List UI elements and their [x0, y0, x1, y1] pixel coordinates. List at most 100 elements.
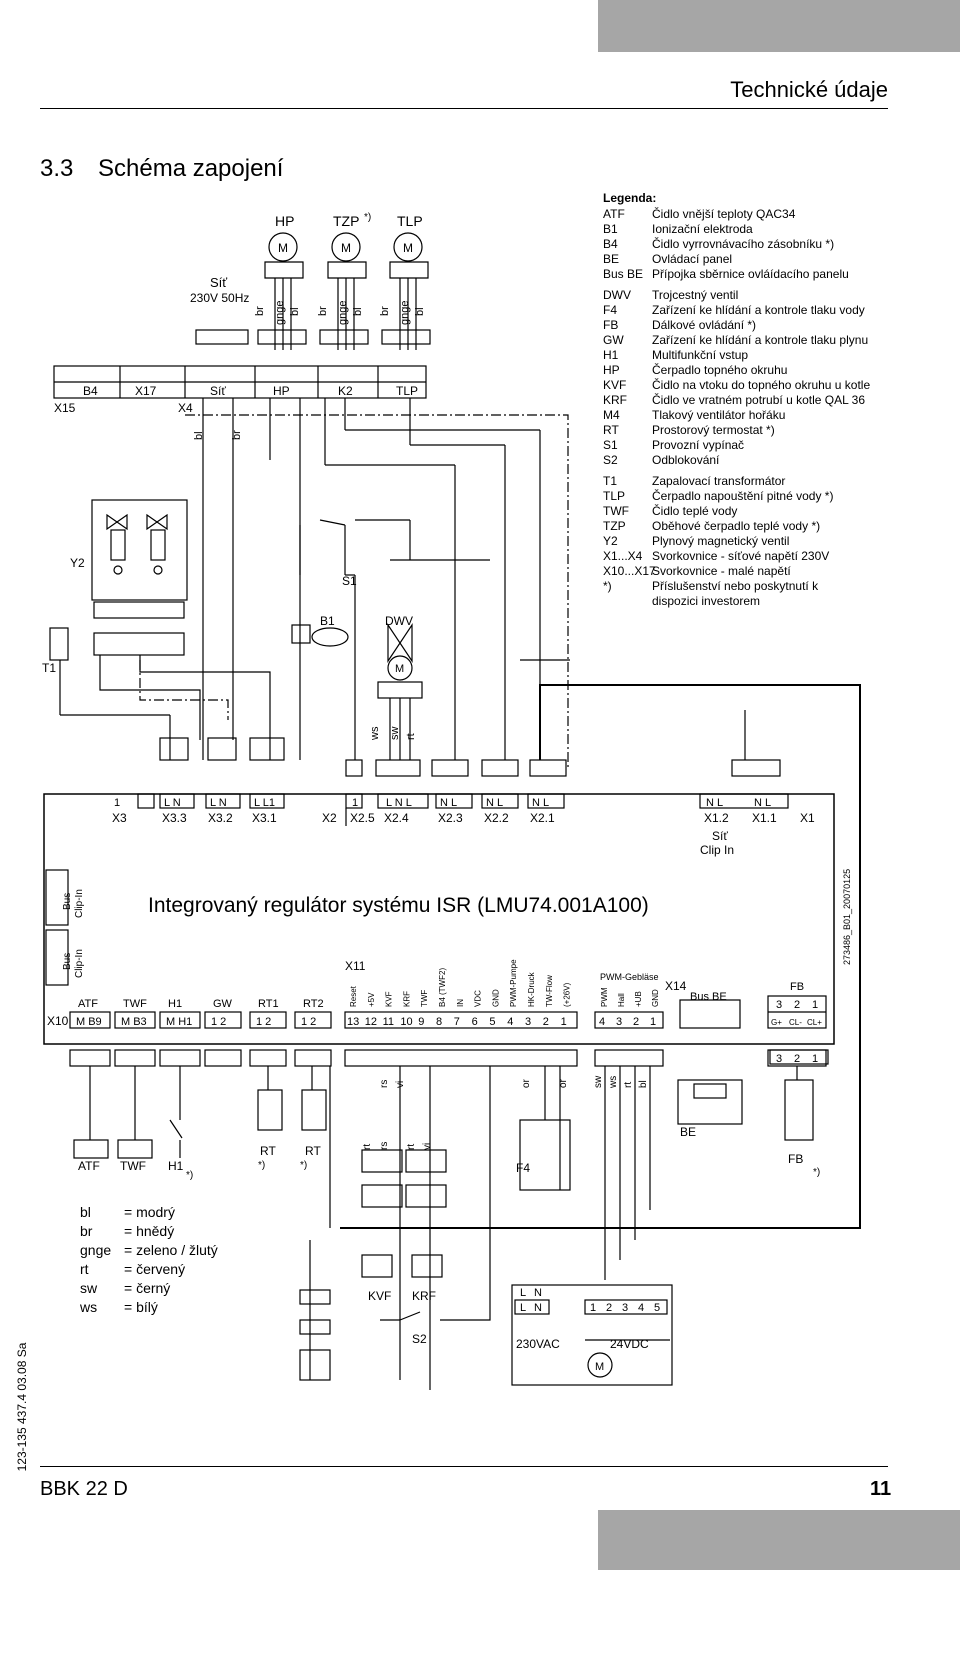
twf-label: TWF: [120, 1159, 146, 1173]
x4-label: X4: [178, 401, 193, 415]
legend-code: TWF: [603, 504, 629, 518]
lower-group-pins: M H1: [166, 1016, 192, 1028]
x10-label: X10: [47, 1014, 69, 1028]
diagram-lines: [43, 232, 861, 1390]
x14-pin-label: Hall: [617, 993, 626, 1007]
psu-dc-pin: 1: [590, 1302, 596, 1314]
x11-pin-label: TW-Flow: [545, 975, 554, 1007]
legend-code: DWV: [603, 288, 631, 302]
x14-pin-label: GND: [651, 989, 660, 1007]
hp-motor-m: M: [278, 241, 288, 255]
legend-code: TZP: [603, 519, 626, 533]
legend-code: TLP: [603, 489, 625, 503]
dwv-wire-sw: sw: [389, 727, 401, 741]
legend-code: HP: [603, 363, 620, 377]
fb-star: *): [813, 1167, 820, 1178]
header-bar: [598, 0, 960, 52]
h1-star: *): [186, 1170, 193, 1181]
psu-dc-pin: 5: [654, 1302, 660, 1314]
krf-wire-rt: rt: [406, 1144, 417, 1150]
krf-wire-vi: vi: [422, 1143, 433, 1150]
fb-pin-sub: CL-: [789, 1018, 802, 1027]
legend-desc: Oběhové čerpadlo teplé vody *): [652, 519, 820, 533]
lower-group-pins: 1 2: [211, 1016, 226, 1028]
page-heading: Schéma zapojení: [98, 155, 284, 182]
rt1-label: RT: [260, 1144, 276, 1158]
sit-label: Síť: [210, 275, 227, 290]
x11-pin: 11: [383, 1016, 394, 1028]
x11-pin-label: +5V: [367, 992, 376, 1007]
fb-pin: 3: [776, 999, 782, 1011]
hp-label: HP: [275, 213, 294, 229]
header-rule: [40, 108, 888, 109]
footer-rule: [40, 1466, 888, 1467]
legend-desc: Provozní vypínač: [652, 438, 744, 452]
x11-pin-label: GND: [491, 989, 500, 1007]
upper-terminal-id: X2.2: [484, 811, 509, 825]
color-code: rt: [80, 1261, 89, 1277]
wire-or-2: or: [558, 1078, 569, 1088]
legend-code: M4: [603, 408, 620, 422]
color-desc: = bílý: [124, 1299, 158, 1315]
sit-box-label: Síť: [210, 384, 226, 398]
rt2-star: *): [300, 1160, 307, 1171]
legend-code: GW: [603, 333, 624, 347]
wire-rt: rt: [623, 1082, 634, 1088]
psu-dc-pin: 4: [638, 1302, 644, 1314]
legend-code: *): [603, 579, 612, 593]
color-desc: = hnědý: [124, 1223, 174, 1239]
dc-label: 24VDC: [610, 1337, 649, 1351]
legend-desc: Multifunkční vstup: [652, 348, 748, 362]
fb-pin-sub: G+: [771, 1018, 782, 1027]
kvf-wire-rs: rs: [379, 1142, 390, 1150]
x14-pin: 4: [599, 1016, 605, 1028]
legend-desc: Zařízení ke hlídání a kontrole tlaku ply…: [652, 333, 868, 347]
legend-code: FB: [603, 318, 618, 332]
top-labels: HP TZP *) TLP M M M Síť 230V 50Hz X15 X4…: [42, 212, 426, 741]
upper-terminal-id: X1.2: [704, 811, 729, 825]
upper-terminal-pins: 1: [114, 797, 120, 809]
ac-label: 230VAC: [516, 1337, 560, 1351]
x11-pin: 3: [525, 1016, 531, 1028]
kvf-wire-rt: rt: [362, 1144, 373, 1150]
upper-terminal-pins: L N: [210, 797, 227, 809]
upper-terminal-id: X1: [800, 811, 815, 825]
wire-rs: rs: [379, 1080, 390, 1088]
dwv-label: DWV: [385, 614, 413, 628]
footer-bar: [598, 1510, 960, 1570]
upper-terminal-id: X2.4: [384, 811, 409, 825]
hp-wire-br: br: [254, 306, 266, 316]
tlp-wire-bl: bl: [414, 307, 426, 316]
psu-motor-m: M: [595, 1361, 604, 1373]
upper-plugs: [159, 737, 781, 777]
legend-desc: Dálkové ovládání *): [652, 318, 756, 332]
drawing-id: 273486_B01_20070125: [842, 869, 852, 965]
x11-pin: 7: [454, 1016, 460, 1028]
fb-plug-pin: 3: [776, 1053, 782, 1065]
tlp-motor-m: M: [403, 241, 413, 255]
legend-code: F4: [603, 303, 617, 317]
clip-label-2: Clip-In: [74, 949, 85, 978]
x17-box-label: X17: [135, 384, 157, 398]
s2-label: S2: [412, 1332, 427, 1346]
be-label: BE: [680, 1125, 696, 1139]
upper-terminal-pins: 1: [352, 797, 358, 809]
wire-or-1: or: [521, 1078, 532, 1088]
atf-label: ATF: [78, 1159, 100, 1173]
x11-pin-label: KVF: [385, 991, 394, 1007]
tzp-wire-br: br: [317, 306, 329, 316]
upper-terminal-id: X3.1: [252, 811, 277, 825]
lower-group-name: TWF: [123, 998, 147, 1010]
legend-code: S1: [603, 438, 618, 452]
hp-box-label: HP: [273, 384, 290, 398]
rt1-star: *): [258, 1160, 265, 1171]
x11-pin-label: KRF: [402, 991, 411, 1007]
x11-pin: 1: [561, 1016, 567, 1028]
tlp-wire-gnge: gnge: [399, 301, 411, 325]
legend-code: B4: [603, 237, 618, 251]
tlp-box-label: TLP: [396, 384, 418, 398]
h1-label: H1: [168, 1159, 184, 1173]
wire-sw: sw: [593, 1075, 604, 1088]
dwv-wire-rt: rt: [405, 733, 417, 740]
